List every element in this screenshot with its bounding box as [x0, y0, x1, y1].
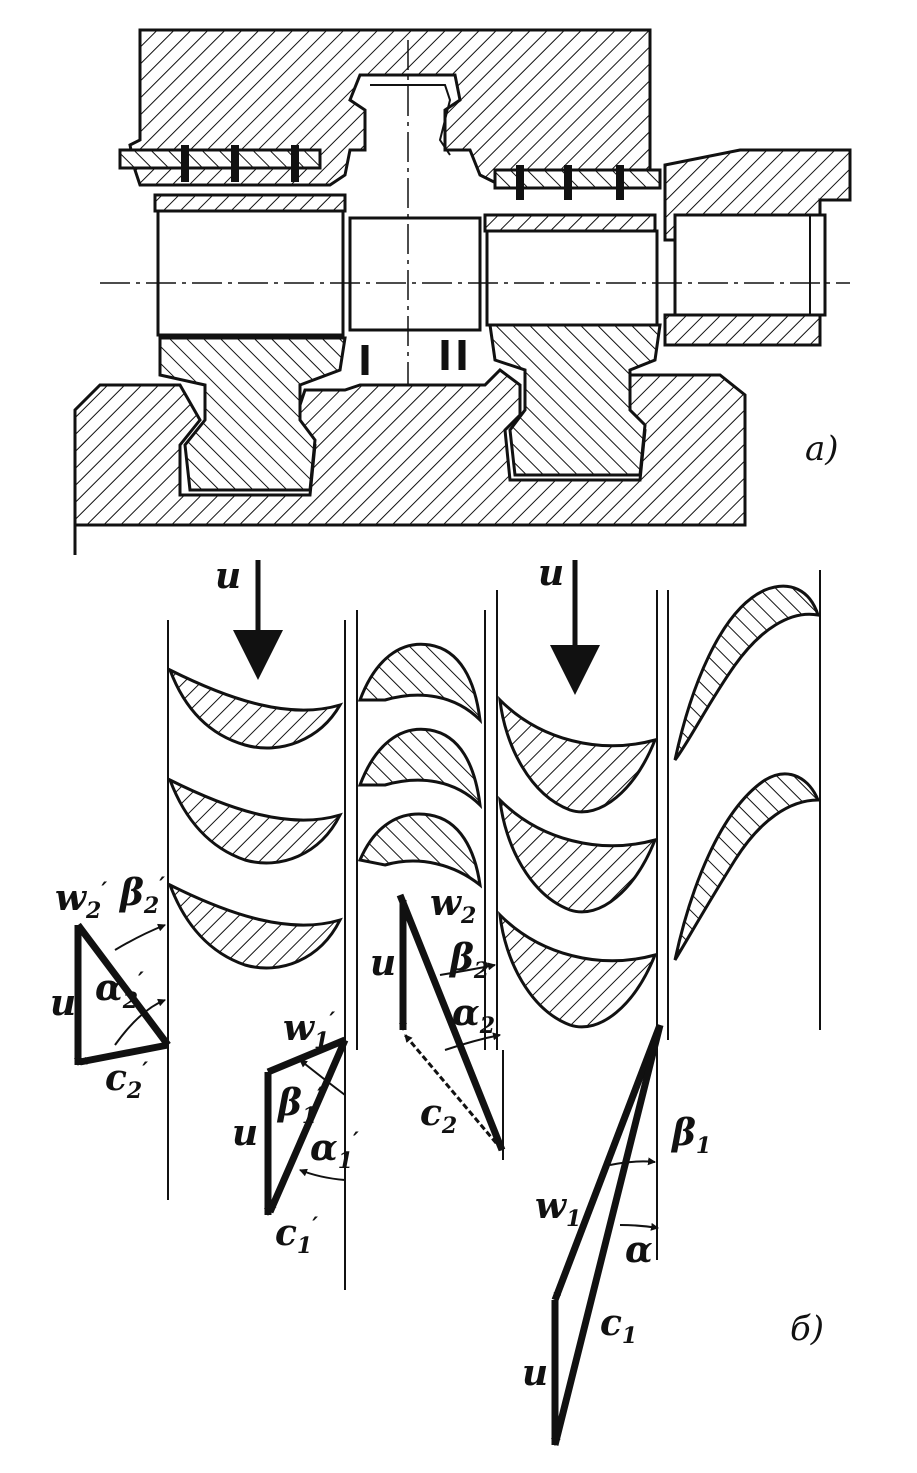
blade	[673, 584, 821, 761]
shroud-right	[483, 213, 657, 233]
svg-text:w2′: w2′	[55, 877, 107, 924]
labyrinth-seal	[361, 340, 466, 375]
svg-text:w2: w2	[430, 882, 476, 929]
svg-text:u: u	[522, 1352, 548, 1394]
svg-text:w1′: w1′	[283, 1007, 335, 1054]
svg-text:α2: α2	[452, 992, 495, 1039]
svg-text:c1: c1	[600, 1302, 637, 1349]
seal-strip-left	[118, 148, 322, 170]
velocity-triangle-1prime: w1′ u β1′ α1′ c1′	[232, 1007, 359, 1259]
svg-text:u: u	[232, 1112, 258, 1154]
row-boundaries	[167, 570, 821, 1290]
guide-row	[348, 216, 482, 332]
blade-row-1	[156, 209, 345, 337]
shroud-left	[153, 193, 347, 213]
blade	[167, 881, 343, 970]
blade	[167, 776, 343, 865]
svg-text:u: u	[50, 982, 76, 1024]
blade	[357, 812, 483, 889]
seal-slot	[370, 84, 452, 156]
svg-text:α2′: α2′	[95, 967, 144, 1014]
blade	[357, 727, 483, 810]
svg-text:β2: β2	[448, 937, 489, 984]
blade-cascade: u u w2′ β2′ u α2′ c2′ w1′ u β1′ α1′	[50, 552, 824, 1446]
svg-text:α1′: α1′	[310, 1127, 359, 1174]
blade	[498, 795, 658, 914]
blade-root-2	[488, 323, 662, 477]
blade-row-2	[485, 229, 659, 327]
rotor-disc	[73, 368, 747, 555]
u-label-left: u	[215, 555, 241, 597]
seal-teeth-right	[516, 165, 624, 200]
blade	[167, 666, 344, 750]
top-casing	[128, 28, 652, 187]
blade-root-1	[158, 336, 347, 492]
blade	[498, 695, 658, 814]
part-a-label: a)	[805, 429, 839, 469]
right-housing-lower	[663, 313, 822, 347]
u-label-right: u	[538, 552, 564, 594]
velocity-triangle-2prime: w2′ β2′ u α2′ c2′	[50, 872, 171, 1104]
part-b-label: б)	[790, 1309, 824, 1349]
velocity-triangle-1: β1 w1 α c1 u	[522, 1023, 711, 1446]
svg-text:c1′: c1′	[275, 1212, 318, 1259]
svg-text:c2′: c2′	[105, 1057, 148, 1104]
blade	[357, 642, 483, 725]
section-view: a)	[73, 28, 852, 555]
svg-text:β1: β1	[670, 1112, 711, 1159]
svg-text:α: α	[625, 1229, 653, 1271]
velocity-triangle-2: w2 u β2 α2 c2	[370, 882, 506, 1152]
svg-text:u: u	[370, 942, 396, 984]
seal-teeth-left	[181, 145, 299, 182]
svg-text:β1′: β1′	[276, 1082, 323, 1129]
svg-text:c2: c2	[420, 1092, 457, 1139]
svg-text:β2′: β2′	[118, 872, 165, 919]
blade	[498, 910, 658, 1029]
svg-text:w1: w1	[535, 1185, 581, 1232]
right-pipe	[673, 213, 827, 317]
blade	[673, 772, 821, 961]
